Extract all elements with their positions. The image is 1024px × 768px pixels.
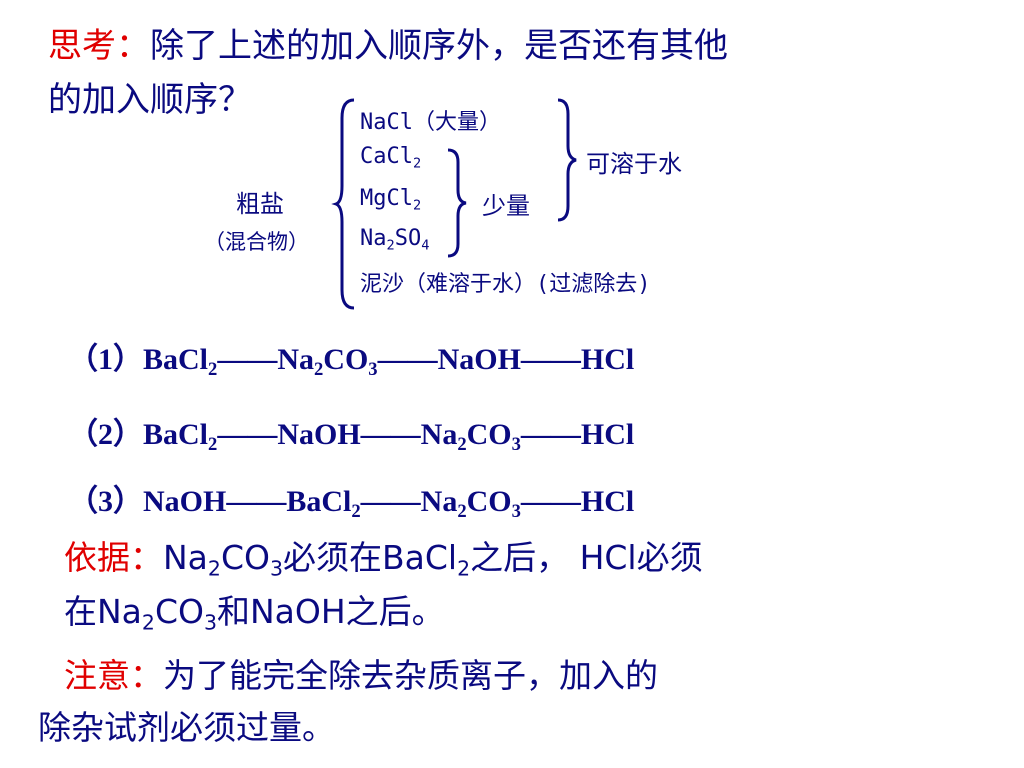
component-nacl: NaCl（大量） (360, 110, 501, 135)
left-brace-icon (331, 98, 355, 310)
sequence-1: （1）BaCl2——Na2CO3——NaOH——HCl (68, 343, 635, 380)
crude-salt-label: 粗盐 (236, 190, 284, 218)
question-text: 除了上述的加入顺序外，是否还有其他 (150, 26, 728, 66)
mixture-label: （混合物） (204, 230, 309, 254)
basis-line-1: 依据：Na2CO3必须在BaCl2之后， HCl必须 (64, 538, 703, 581)
sequence-3: （3）NaOH——BaCl2——Na2CO3——HCl (68, 485, 635, 522)
small-amount-label: 少量 (482, 192, 530, 220)
soluble-label: 可溶于水 (586, 150, 682, 178)
component-na2so4: Na2SO4 (360, 226, 430, 254)
question-label: 思考： (48, 26, 150, 66)
question-line-2: 的加入顺序？ (48, 80, 252, 120)
minor-brace-icon (447, 148, 467, 258)
component-mgcl2: MgCl2 (360, 186, 422, 214)
note-label: 注意： (64, 656, 163, 695)
basis-label: 依据： (64, 538, 163, 577)
component-cacl2: CaCl2 (360, 144, 422, 172)
note-line-2: 除杂试剂必须过量。 (38, 708, 335, 747)
basis-line-2: 在Na2CO3和NaOH之后。 (64, 592, 445, 635)
sequence-2: （2）BaCl2——NaOH——Na2CO3——HCl (68, 418, 635, 455)
note-line-1: 注意：为了能完全除去杂质离子，加入的 (64, 656, 658, 695)
component-sand: 泥沙（难溶于水）(过滤除去) (360, 272, 651, 297)
question-line-1: 思考：除了上述的加入顺序外，是否还有其他 (48, 24, 728, 68)
soluble-brace-icon (557, 98, 577, 222)
